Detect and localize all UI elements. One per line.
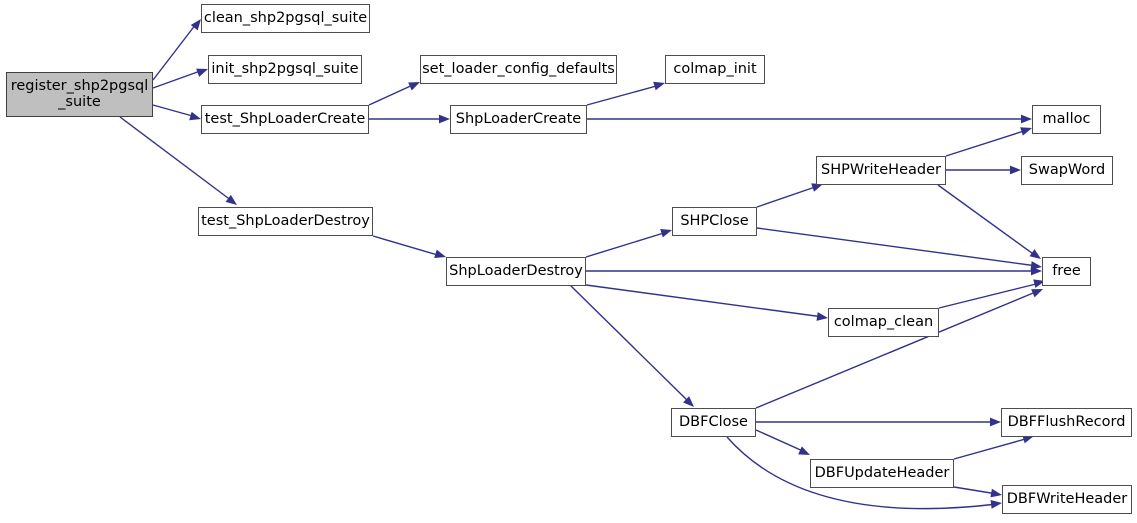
call-edge-arrowhead: [439, 114, 450, 124]
call-edge: [585, 284, 824, 318]
graph-node-test_ShpLoaderCreate[interactable]: test_ShpLoaderCreate: [201, 105, 369, 134]
call-edge-arrowhead: [990, 417, 1001, 427]
graph-node-test_ShpLoaderDestroy[interactable]: test_ShpLoaderDestroy: [198, 207, 373, 236]
call-edge-arrowhead: [653, 81, 665, 91]
call-edge: [756, 227, 1038, 267]
call-edge: [755, 429, 806, 453]
graph-node-init_shp2pgsql_suite[interactable]: init_shp2pgsql_suite: [208, 55, 362, 84]
call-edge: [586, 84, 661, 106]
graph-node-DBFFlushRecord[interactable]: DBFFlushRecord: [1001, 408, 1132, 437]
call-edge-arrowhead: [434, 249, 446, 258]
call-edge: [152, 23, 197, 81]
call-edge-arrowhead: [189, 111, 201, 121]
call-edge-arrowhead: [1021, 114, 1032, 124]
call-edge-arrowhead: [990, 499, 1002, 509]
call-edge: [585, 231, 668, 258]
graph-node-colmap_init[interactable]: colmap_init: [665, 55, 765, 84]
graph-node-register_shp2pgsql_suite: register_shp2pgsql _suite: [6, 72, 153, 117]
call-edge: [119, 116, 233, 202]
graph-node-malloc[interactable]: malloc: [1032, 105, 1101, 134]
call-edge-arrowhead: [190, 19, 201, 31]
call-edge: [570, 285, 691, 404]
call-edge-arrowhead: [683, 396, 694, 407]
graph-node-SHPWriteHeader[interactable]: SHPWriteHeader: [816, 156, 946, 185]
call-edge-arrowhead: [196, 68, 208, 77]
call-edge-arrowhead: [1020, 127, 1032, 136]
call-edge: [937, 184, 1037, 257]
call-edge-arrowhead: [1030, 261, 1042, 270]
graph-node-DBFClose[interactable]: DBFClose: [671, 408, 756, 437]
call-edge: [726, 436, 998, 510]
call-edge-arrowhead: [225, 194, 237, 205]
call-edge: [152, 69, 204, 89]
graph-node-clean_shp2pgsql_suite[interactable]: clean_shp2pgsql_suite: [201, 4, 370, 33]
graph-node-ShpLoaderCreate[interactable]: ShpLoaderCreate: [450, 105, 587, 134]
graph-node-SHPClose[interactable]: SHPClose: [672, 207, 757, 236]
call-edge-arrowhead: [816, 312, 828, 321]
call-edge: [152, 104, 197, 118]
call-edge-arrowhead: [1031, 289, 1043, 298]
call-edge: [756, 185, 819, 208]
call-edge-arrowhead: [798, 446, 810, 455]
graph-node-colmap_clean[interactable]: colmap_clean: [828, 308, 939, 337]
call-edge: [368, 83, 416, 106]
call-edge: [755, 290, 1039, 409]
call-edge-arrowhead: [990, 488, 1002, 498]
call-edge-arrowhead: [811, 183, 823, 192]
call-edge: [945, 129, 1028, 157]
call-edge-arrowhead: [408, 82, 420, 91]
call-edge-arrowhead: [1010, 165, 1021, 175]
call-edge: [938, 282, 1041, 309]
graph-node-ShpLoaderDestroy[interactable]: ShpLoaderDestroy: [446, 257, 586, 286]
call-edge-arrowhead: [660, 229, 672, 238]
graph-node-free[interactable]: free: [1042, 257, 1091, 286]
graph-node-DBFUpdateHeader[interactable]: DBFUpdateHeader: [810, 459, 954, 488]
graph-node-DBFWriteHeader[interactable]: DBFWriteHeader: [1002, 485, 1132, 514]
call-edge-arrowhead: [1029, 249, 1041, 259]
graph-node-set_loader_config_defaults[interactable]: set_loader_config_defaults: [420, 55, 617, 84]
call-edge: [953, 437, 1030, 460]
call-edge: [953, 486, 998, 495]
call-edge: [372, 235, 442, 257]
graph-node-SwapWord[interactable]: SwapWord: [1021, 156, 1113, 185]
